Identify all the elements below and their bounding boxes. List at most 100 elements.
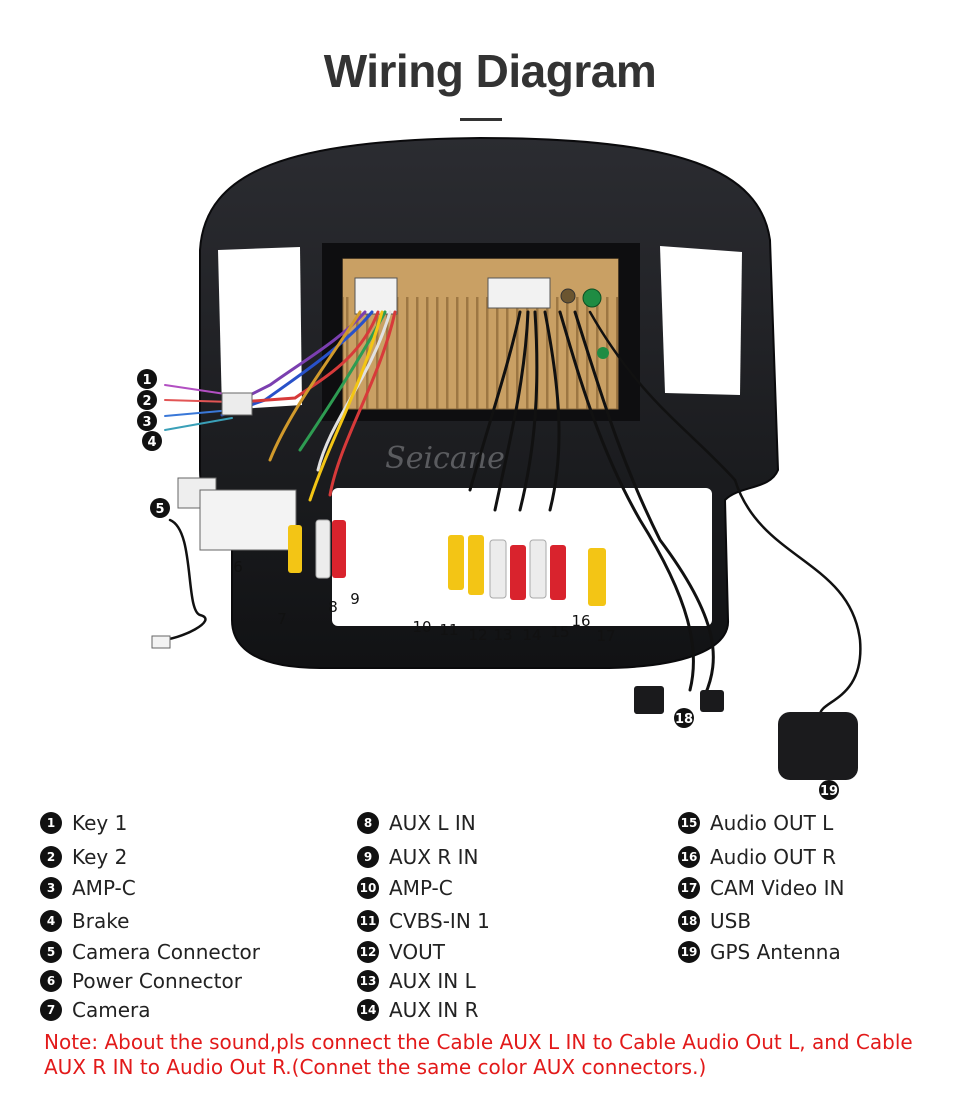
usb-connector-a [634,686,664,714]
rca-plugs [288,519,606,606]
number-badge: 10 [357,877,379,899]
legend-item: 7 Camera [40,997,151,1023]
svg-text:4: 4 [147,435,156,450]
callout-6: 6 [233,558,243,576]
svg-text:18: 18 [675,712,693,727]
legend-label: VOUT [389,940,445,964]
svg-text:2: 2 [142,394,151,409]
power-connector-block [199,489,297,551]
number-badge: 9 [357,846,379,868]
legend-item: 12 VOUT [357,939,445,965]
callout-9: 9 [350,590,360,608]
legend-item: 5 Camera Connector [40,939,260,965]
callout-2: 2 [137,390,157,410]
callout-5: 5 [150,498,170,518]
legend-label: Key 2 [72,845,128,869]
callouts: 1 2 3 4 5 6 7 8 9 10 11 12 13 14 15 16 1… [137,369,839,800]
number-badge: 11 [357,910,379,932]
title-underline [460,118,502,121]
callout-3: 3 [137,411,157,431]
svg-text:1: 1 [142,373,151,388]
legend-item: 2 Key 2 [40,844,127,870]
svg-text:19: 19 [820,784,838,799]
legend-label: GPS Antenna [710,940,841,964]
svg-text:3: 3 [142,415,151,430]
gps-socket [582,288,602,308]
legend-label: Audio OUT R [710,845,837,869]
number-badge: 3 [40,877,62,899]
key-connector [221,392,253,416]
left-vent-cutout [218,247,302,410]
callout-19: 19 [819,780,839,800]
number-badge: 13 [357,970,379,992]
legend-item: 6 Power Connector [40,968,242,994]
page-title: Wiring Diagram [323,45,657,97]
watermark-text: Seicane [385,441,505,476]
callout-7: 7 [277,610,287,628]
callout-16: 16 [571,612,590,630]
number-badge: 1 [40,812,62,834]
legend-item: 10 AMP-C [357,875,453,901]
legend-label: Audio OUT L [710,811,834,835]
callout-10: 10 [412,618,431,636]
callout-17: 17 [596,627,615,645]
legend-label: Key 1 [72,811,128,835]
legend-label: AMP-C [389,876,453,900]
wire-harness [158,310,737,697]
legend-item: 11 CVBS-IN 1 [357,908,490,934]
small-white-plug [151,635,171,649]
legend-label: AUX R IN [389,845,479,869]
legend-item: 16 Audio OUT R [678,844,836,870]
callout-13: 13 [493,626,512,644]
legend-label: AUX L IN [389,811,476,835]
number-badge: 5 [40,941,62,963]
number-badge: 16 [678,846,700,868]
wiring-illustration: Seicane [137,136,862,800]
legend-item: 17 CAM Video IN [678,875,845,901]
callout-14: 14 [522,626,541,644]
number-badge: 2 [40,846,62,868]
number-badge: 19 [678,941,700,963]
legend-label: Camera [72,998,151,1022]
usb-connector-b [700,690,724,712]
callout-11: 11 [439,621,458,639]
callout-4: 4 [142,431,162,451]
gps-cable [733,479,862,716]
legend-label: AUX IN R [389,998,479,1022]
legend-item: 9 AUX R IN [357,844,479,870]
number-badge: 14 [357,999,379,1021]
number-badge: 8 [357,812,379,834]
gps-socket-small [597,347,609,359]
number-badge: 7 [40,999,62,1021]
callout-1: 1 [137,369,157,389]
radio-connector-main [487,277,551,309]
number-badge: 12 [357,941,379,963]
legend-label: USB [710,909,752,933]
antenna-socket [560,288,576,304]
number-badge: 6 [40,970,62,992]
legend-item: 14 AUX IN R [357,997,479,1023]
legend-item: 19 GPS Antenna [678,939,841,965]
callout-12: 12 [468,626,487,644]
legend-label: CVBS-IN 1 [389,909,490,933]
legend-label: Power Connector [72,969,242,993]
gps-antenna-puck [778,712,858,780]
legend-label: Camera Connector [72,940,260,964]
number-badge: 4 [40,910,62,932]
callout-8: 8 [328,598,338,616]
sound-connection-note: Note: About the sound,pls connect the Ca… [44,1030,913,1079]
legend-item: 1 Key 1 [40,810,127,836]
callout-18: 18 [674,708,694,728]
number-badge: 17 [678,877,700,899]
legend-label: CAM Video IN [710,876,845,900]
number-badge: 15 [678,812,700,834]
callout-15: 15 [550,623,569,641]
svg-text:5: 5 [155,502,164,517]
radio-connector-block [354,277,398,315]
right-vent-cutout [660,246,742,395]
